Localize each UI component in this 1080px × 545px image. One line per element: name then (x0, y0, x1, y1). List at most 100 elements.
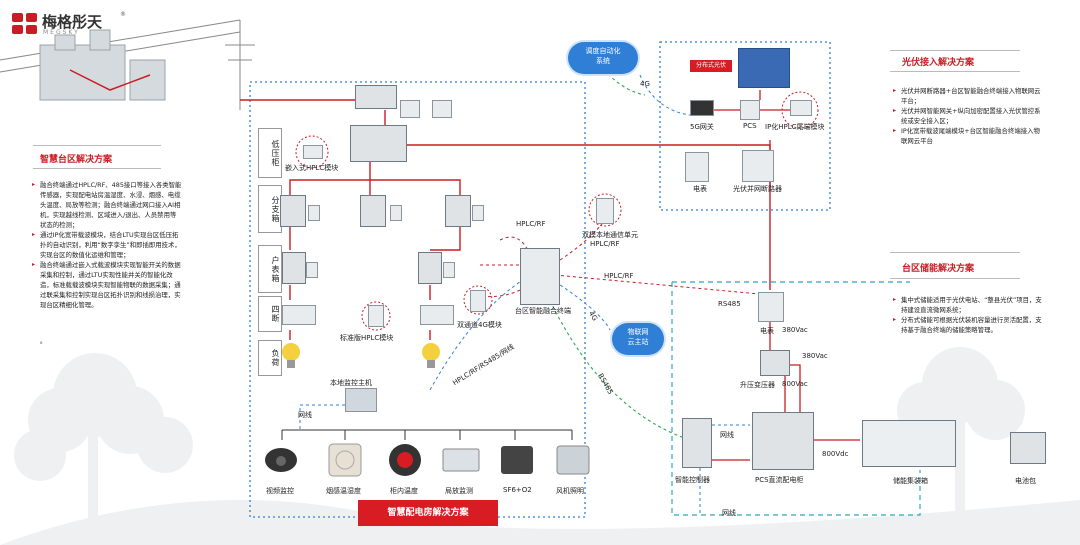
label-ip-hplc: IP化HPLC尾端模块 (765, 123, 825, 131)
brand-name: 梅格彤天 (42, 13, 103, 31)
rb-bullet-1: 集中式储能适用于光伏电站、“整县光伏”项目，支持建设直流微网系统； (893, 295, 1045, 315)
label-local-host: 本地监控主机 (330, 379, 372, 387)
label-embedded-hplc: 嵌入式HPLC模块 (285, 164, 339, 172)
ip-hplc-module-icon (790, 100, 812, 116)
partial-discharge-icon (442, 448, 480, 472)
dispatch-cloud: 调度自动化 系统 (568, 42, 638, 74)
side-label-meter-box: 户表箱 (258, 245, 282, 293)
storage-meter-icon (758, 292, 784, 322)
low-voltage-cabinet-icon (350, 125, 407, 162)
bulb-1-icon (282, 343, 300, 368)
label-4g-1: 4G (640, 80, 650, 88)
temperature-sensor-icon (389, 444, 421, 476)
label-380vac-2: 380Vac (802, 352, 828, 360)
left-bullet-1: 融合终端通过HPLC/RF、485接口等接入各类智能传感器，实现配电站房温湿度、… (32, 180, 182, 230)
sf6-sensor-icon (501, 446, 533, 474)
sensor-label-sf6: SF6+O2 (503, 486, 532, 494)
dual-comm-unit-icon (596, 198, 614, 224)
pv-breaker-icon (742, 150, 774, 182)
breaker-icon (400, 100, 420, 118)
label-dual-4g: 双通道4G模块 (457, 321, 502, 329)
label-hplc-rf-3: HPLC/RF (604, 272, 634, 280)
rt-panel-title: 光伏接入解决方案 (902, 58, 975, 68)
side-label-branch-box: 分支箱 (258, 185, 282, 233)
branch-module-3-icon (472, 205, 484, 221)
rt-bullet-1: 光伏并网断路器+台区智能融合终端接入物联网云平台； (893, 86, 1045, 106)
label-smart-ctrl: 智能控制器 (675, 476, 710, 484)
pcs-icon (740, 100, 760, 120)
smart-controller-icon (682, 418, 712, 468)
standard-hplc-module-icon (368, 305, 384, 327)
brand-logo-icon (12, 13, 38, 35)
side-label-load: 负荷 (258, 340, 282, 376)
sensor-label-partial-discharge: 局放监测 (445, 487, 473, 495)
label-meter2: 电表 (760, 327, 774, 335)
label-standard-hplc: 标准版HPLC模块 (340, 334, 394, 342)
pcs-dc-cabinet-icon (752, 412, 814, 470)
label-dual-comm: 双模本地通信单元 (582, 231, 638, 239)
rt-bullet-3: IP化宽带载波尾端模块+台区智能融合终端接入物联网云平台 (893, 126, 1045, 146)
rb-panel-rule (890, 252, 1020, 253)
label-rs485-1: RS485 (718, 300, 741, 308)
embedded-hplc-module-icon (303, 145, 323, 159)
transformer-icon (355, 85, 397, 109)
label-pcs-cab: PCS直流配电柜 (755, 476, 804, 484)
rt-panel-rule (890, 50, 1020, 51)
label-net-cable2: 网线 (720, 431, 734, 439)
rt-bullet-2: 光伏并网智能网关+纵向加密配置接入光伏管控系统或安全接入区； (893, 106, 1045, 126)
switch-2-icon (420, 305, 454, 325)
left-panel-end-mark: 。 (40, 337, 47, 345)
left-bullet-2: 通过IP化宽带载波模块，结合LTU实现台区低压拓扑的自动识别，利用“数字孪生”和… (32, 230, 182, 260)
camera-icon (265, 448, 297, 472)
left-panel-title: 智慧台区解决方案 (40, 155, 113, 165)
label-380vac-1: 380Vac (782, 326, 808, 334)
bottom-banner: 智慧配电房解决方案 (358, 500, 498, 526)
battery-pack-icon (1010, 432, 1046, 464)
branch-module-2-icon (390, 205, 402, 221)
monitor-host-icon (345, 388, 377, 412)
iot-cloud: 物联网 云主站 (612, 323, 664, 355)
label-net-cable3: 网线 (722, 509, 736, 517)
sensor-label-fan: 风机照明 (556, 487, 584, 495)
left-panel-rule-2 (33, 168, 161, 169)
pv-panel-icon (738, 48, 790, 88)
storage-container-icon (862, 420, 956, 467)
pv-meter-icon (685, 152, 709, 182)
branch-box-2-icon (360, 195, 386, 227)
rt-panel-bullets: 光伏并网断路器+台区智能融合终端接入物联网云平台； 光伏并网智能网关+纵向加密配… (893, 86, 1045, 146)
label-800vac: 800Vac (782, 380, 808, 388)
rt-panel-rule-2 (890, 71, 1020, 72)
branch-module-1-icon (308, 205, 320, 221)
left-panel-bullets: 融合终端通过HPLC/RF、485接口等接入各类智能传感器，实现配电站房温湿度、… (32, 180, 182, 310)
side-label-four-break: 四断 (258, 296, 282, 332)
label-meter: 电表 (693, 185, 707, 193)
meter-box-module-2-icon (443, 262, 455, 278)
rb-panel-rule-2 (890, 278, 1020, 279)
rb-panel-bullets: 集中式储能适用于光伏电站、“整县光伏”项目，支持建设直流微网系统； 分布式储能可… (893, 295, 1045, 335)
label-5g-gateway: 5G网关 (690, 123, 714, 131)
left-bullet-3: 融合终端通过嵌入式载波模块实现智能开关的数据采集和控制，通过LTU实现性能并关的… (32, 260, 182, 310)
dual-4g-module-icon (470, 290, 486, 312)
label-net-cable: 网线 (298, 411, 312, 419)
step-up-transformer-icon (760, 350, 790, 376)
label-storage: 储能集装箱 (893, 477, 928, 485)
meter-icon (432, 100, 452, 118)
rb-bullet-2: 分布式储能可根据光伏装机容量进行灵活配置，支持基于融合终端的储能策略管理。 (893, 315, 1045, 335)
switch-1-icon (282, 305, 316, 325)
sensor-label-camera: 视频监控 (266, 487, 294, 495)
label-800vdc: 800Vdc (822, 450, 849, 458)
meter-box-module-1-icon (306, 262, 318, 278)
smoke-sensor-icon (328, 443, 362, 477)
brand-reg-mark: ® (120, 11, 126, 18)
label-pcs: PCS (743, 122, 757, 130)
gateway-5g-icon (690, 100, 714, 116)
label-pv-breaker: 光伏并网断路器 (733, 185, 782, 193)
side-label-low-voltage-cabinet: 低压柜 (258, 128, 282, 178)
bulb-2-icon (422, 343, 440, 368)
sensor-label-temperature: 柜内温度 (390, 487, 418, 495)
branch-box-1-icon (280, 195, 306, 227)
branch-box-3-icon (445, 195, 471, 227)
label-step-up: 升压变压器 (740, 381, 775, 389)
